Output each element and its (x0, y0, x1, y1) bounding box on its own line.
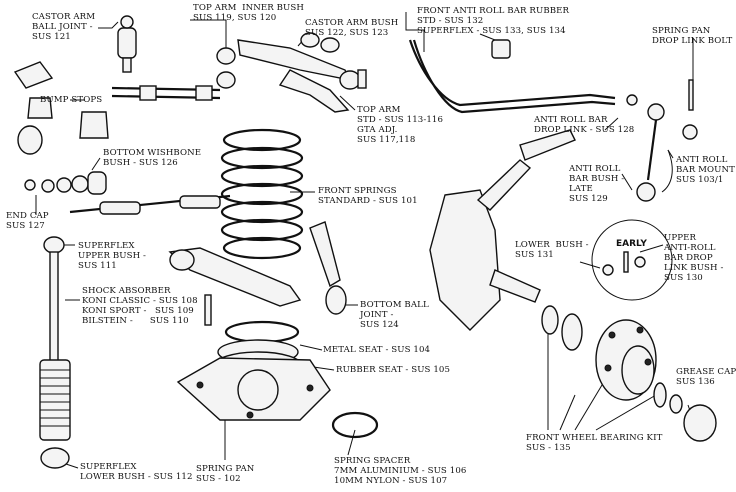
label-top-arm: TOP ARM STD - SUS 113-116 GTA ADJ. SUS 1… (357, 105, 444, 145)
label-lower-bush: LOWER BUSH - SUS 131 (515, 240, 589, 260)
label-castor-arm-ball-joint: CASTOR ARM BALL JOINT - SUS 121 (32, 12, 96, 42)
label-metal-seat: METAL SEAT - SUS 104 (323, 345, 431, 355)
label-upper-anti-roll-bar-drop-link-bush: UPPER ANTI-ROLL BAR DROP LINK BUSH - SUS… (664, 233, 724, 283)
label-spring-spacer: SPRING SPACER 7MM ALUMINIUM - SUS 106 10… (334, 456, 467, 486)
bump-stops-part (13, 61, 109, 155)
label-front-springs: FRONT SPRINGS STANDARD - SUS 101 (318, 186, 418, 206)
label-anti-roll-bar-bush-late: ANTI ROLL BAR BUSH - LATE SUS 129 (569, 164, 625, 204)
castor-arm-ball-joint-part (117, 15, 137, 73)
label-bump-stops: BUMP STOPS (40, 95, 103, 105)
label-spring-pan: SPRING PAN SUS - 102 (196, 464, 255, 484)
label-superflex-lower-bush: SUPERFLEX LOWER BUSH - SUS 112 (80, 462, 193, 482)
label-rubber-seat: RUBBER SEAT - SUS 105 (336, 365, 451, 375)
label-anti-roll-bar-mount: ANTI ROLL BAR MOUNT - SUS 103/1 (676, 155, 735, 185)
label-anti-roll-bar-drop-link: ANTI ROLL BAR DROP LINK - SUS 128 (534, 115, 635, 135)
label-shock-absorber: SHOCK ABSORBER KONI CLASSIC - SUS 108 KO… (82, 286, 198, 326)
stub-axle-part (429, 129, 576, 331)
label-top-arm-inner-bush: TOP ARM INNER BUSH SUS 119, SUS 120 (193, 3, 304, 23)
anti-roll-bar-part (408, 39, 698, 202)
label-front-wheel-bearing-kit: FRONT WHEEL BEARING KIT SUS - 135 (526, 433, 663, 453)
hub-bearing-part (541, 305, 717, 442)
lower-arm-part (168, 221, 347, 326)
front-spring-part (220, 128, 304, 260)
early-detail-circle (591, 219, 673, 301)
label-grease-cap: GREASE CAP SUS 136 (676, 367, 736, 387)
label-early: EARLY (616, 239, 647, 249)
label-end-cap: END CAP SUS 127 (6, 211, 49, 231)
bottom-wishbone-part (24, 171, 231, 215)
label-castor-arm-bush: CASTOR ARM BUSH SUS 122, SUS 123 (305, 18, 399, 38)
label-bottom-wishbone-bush: BOTTOM WISHBONE BUSH - SUS 126 (103, 148, 202, 168)
shock-absorber-part (39, 236, 71, 469)
top-arm-part (111, 32, 367, 113)
label-front-anti-roll-bar-rubber: FRONT ANTI ROLL BAR RUBBER STD - SUS 132… (417, 6, 570, 36)
label-spring-pan-drop-link-bolt: SPRING PAN DROP LINK BOLT (652, 26, 733, 46)
label-superflex-upper-bush: SUPERFLEX UPPER BUSH - SUS 111 (78, 241, 147, 271)
spring-pan-part (176, 320, 379, 439)
label-bottom-ball-joint: BOTTOM BALL JOINT - SUS 124 (360, 300, 429, 330)
